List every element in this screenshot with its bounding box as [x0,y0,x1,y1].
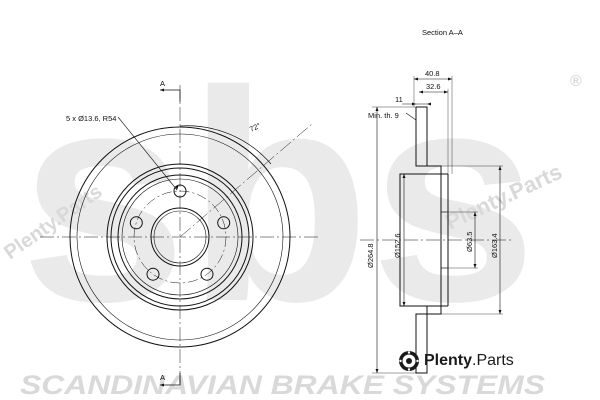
overall-width-label: 40.8 [425,69,440,78]
angle-arc [179,125,272,165]
dimension-arrowhead [160,383,164,387]
dimension-arrowhead [419,90,423,94]
dimension-arrowhead [473,212,477,216]
plenty-parts-logo: Plenty.Parts [424,352,514,370]
dimension-arrows [160,77,502,387]
dimension-arrowhead [498,310,502,314]
hat-depth-label: 32.6 [426,82,441,91]
front-view-labels: A A 5 x Ø13.6, R54 72° [66,79,262,382]
section-cut-top [160,89,181,102]
dimension-arrowhead [175,186,179,190]
bolt-callout-leader [117,116,178,191]
angle-label: 72° [248,121,262,134]
plenty-parts-logo-icon [399,351,419,371]
angled-center-line [179,123,313,238]
disc-section-outline [399,106,442,374]
section-marker-top: A [160,79,165,88]
logo-name-rest: .Parts [472,352,514,369]
bolt-hole [217,216,231,230]
dimension-arrowhead [427,102,431,106]
hub-diameter-label: Ø163.4 [490,233,499,258]
hat-diameter-label: Ø152.6 [393,233,402,258]
dimension-arrowhead [412,102,416,106]
section-cut-bottom [160,373,181,386]
dimension-arrowhead [473,264,477,268]
dimension-arrowhead [160,88,164,92]
section-view-labels: Section A–A 40.8 32.6 11 Min. th. 9 Ø264… [366,28,499,268]
disc-thickness-label: 11 [395,95,403,104]
center-bore-label: Ø63.5 [465,232,474,252]
watermark: sbs ® Plenty.Parts Plenty.Parts SCANDINA… [0,28,582,400]
min-thickness-label: Min. th. 9 [368,111,399,120]
section-view [360,76,512,374]
dimension-arrowhead [448,77,452,81]
watermark-brand-letters: sbs [20,28,537,364]
logo-name-bold: Plenty [424,352,473,369]
bolt-hole [129,216,143,230]
bolt-hole [146,267,160,281]
watermark-company-name: SCANDINAVIAN BRAKE SYSTEMS [20,370,545,400]
section-title: Section A–A [422,28,463,37]
outer-diameter-label: Ø264.8 [366,243,375,268]
dimension-arrowhead [402,302,406,306]
dimension-arrowhead [375,107,379,111]
dimension-arrowhead [498,166,502,170]
dimension-arrowhead [444,90,448,94]
bolt-hole [200,267,214,281]
dimension-arrowhead [375,369,379,373]
min-thickness-leader [405,112,417,121]
bolt-callout-label: 5 x Ø13.6, R54 [66,114,116,123]
front-view [40,85,320,386]
section-marker-bottom: A [160,373,165,382]
dimension-arrowhead [402,174,406,178]
dimension-arrowhead [414,77,418,81]
section-dimension-lines [372,76,503,374]
watermark-registered-mark: ® [570,73,582,90]
